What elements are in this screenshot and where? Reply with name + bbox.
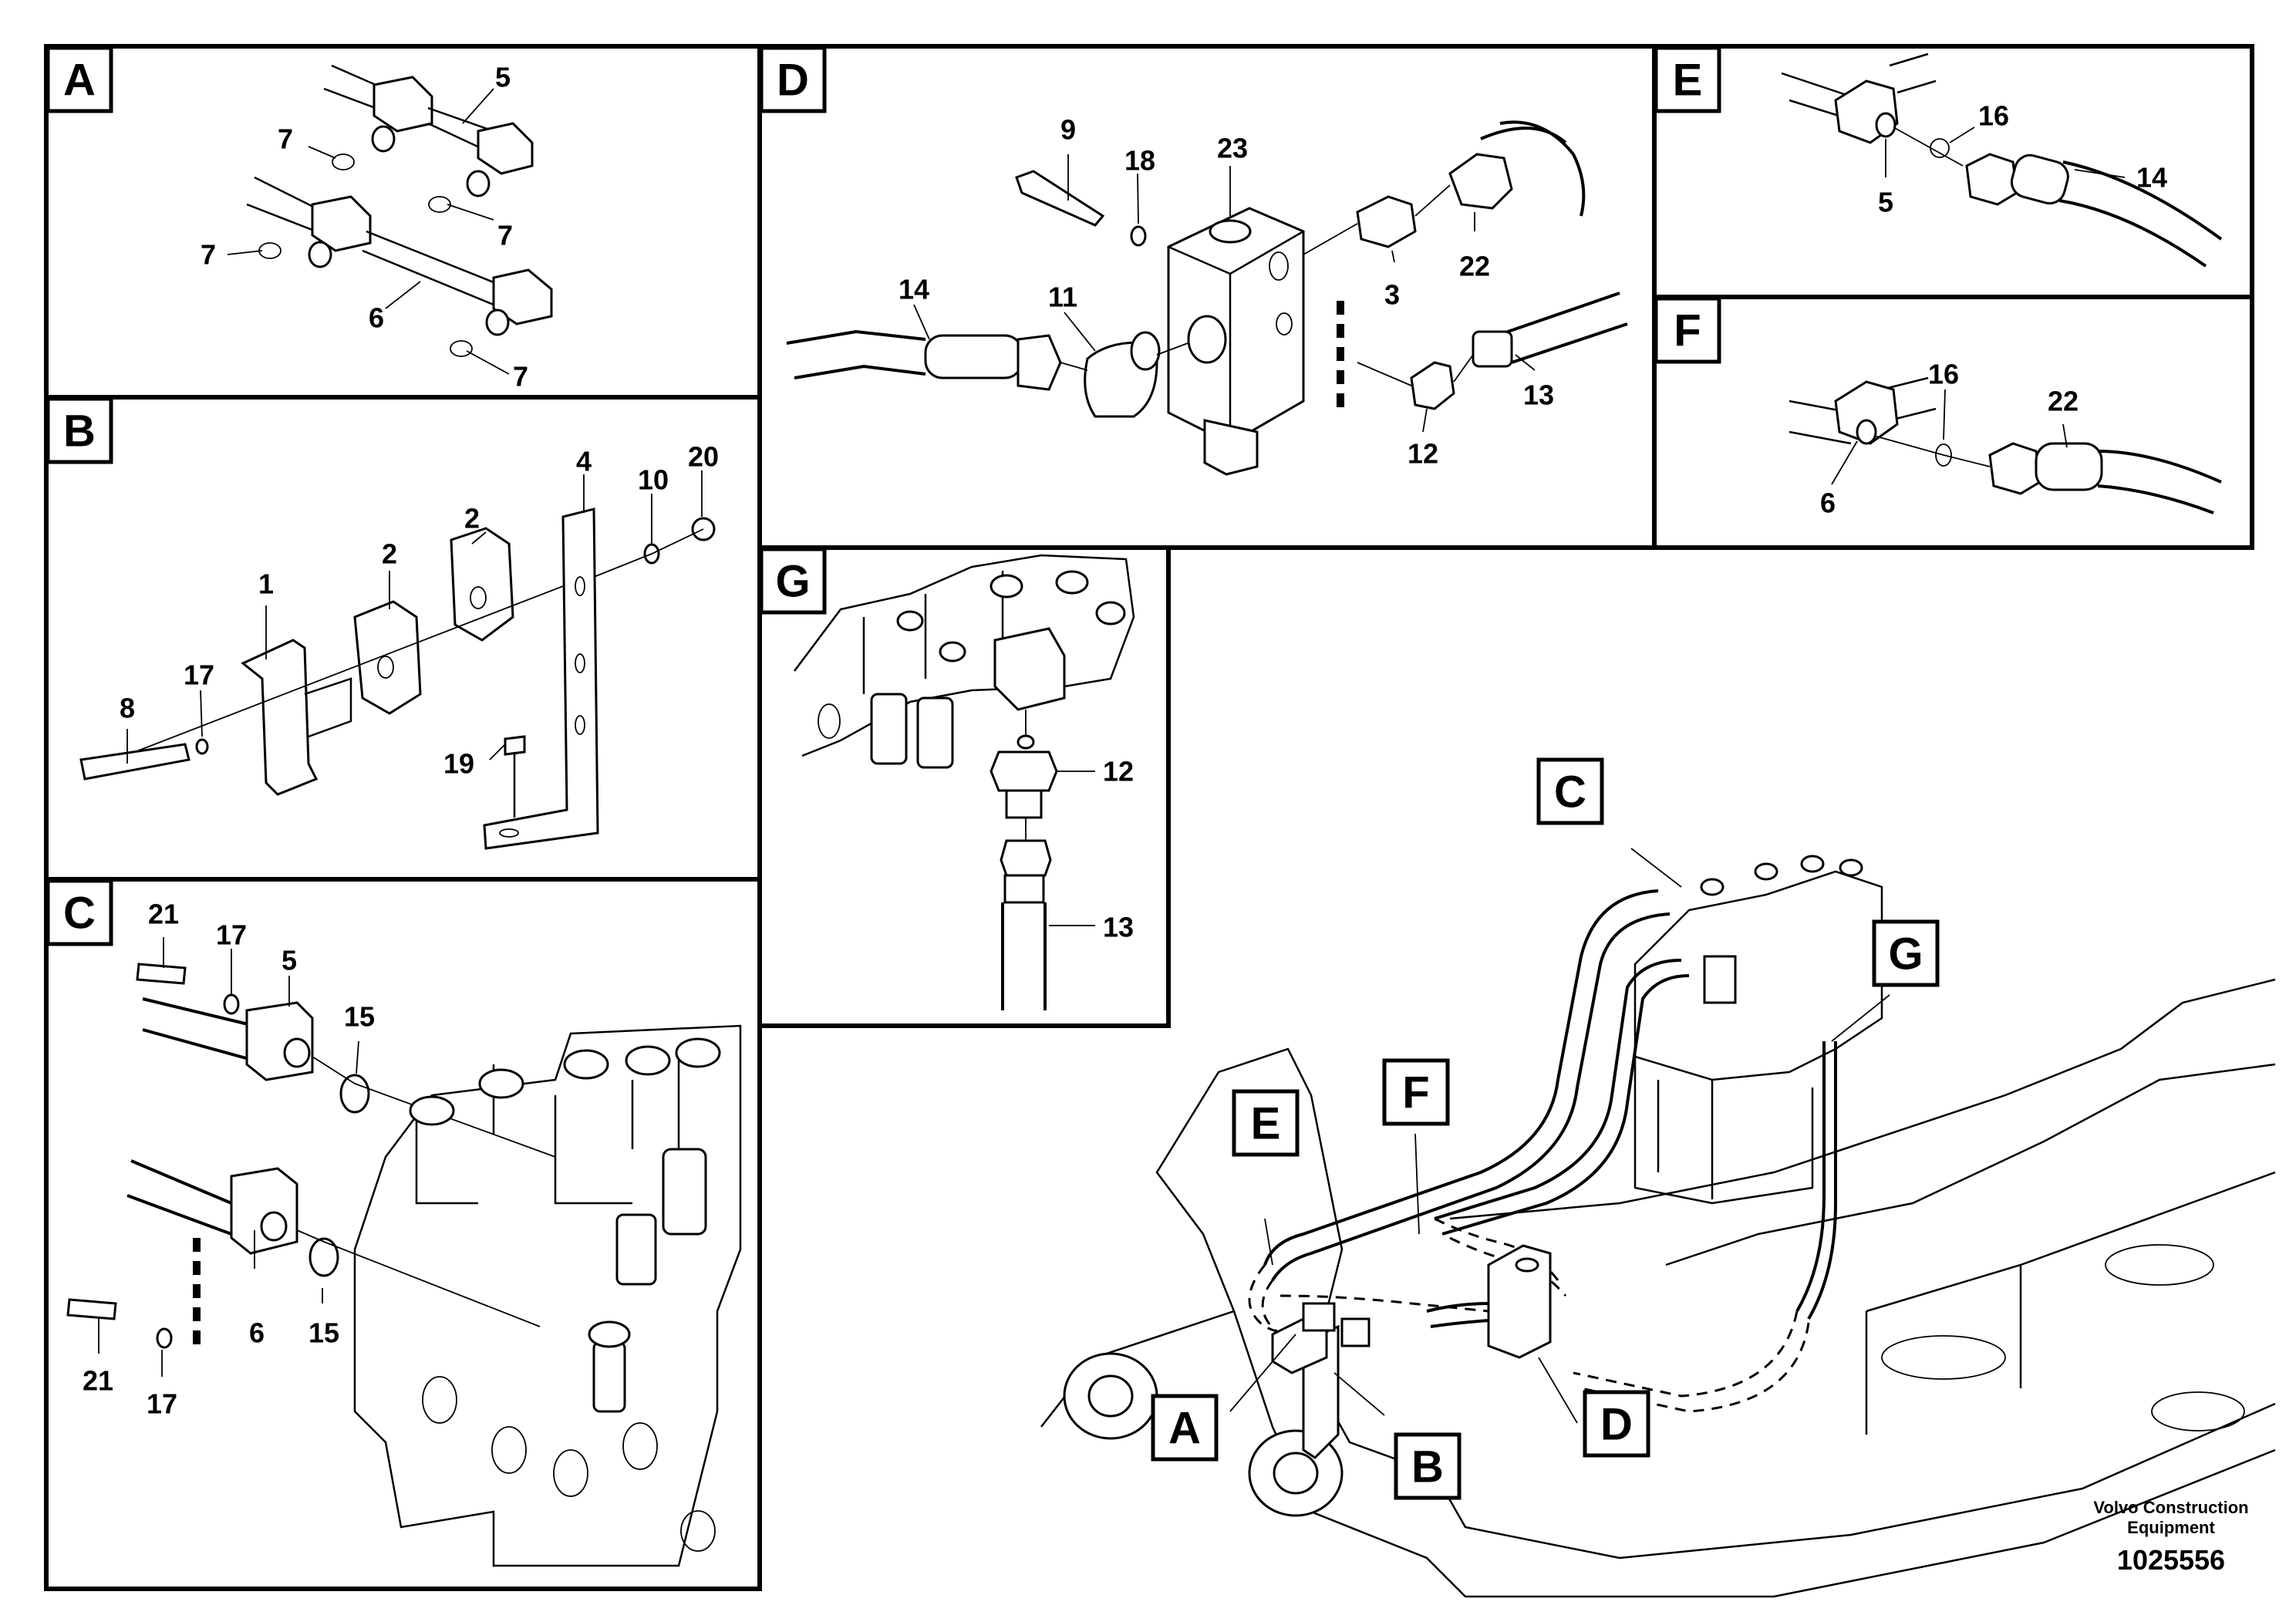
panel-g: G 12 13: [757, 545, 1171, 1028]
label-b-19: 19: [443, 748, 474, 780]
overview-callout-c: C: [1554, 767, 1586, 818]
label-d-13: 13: [1523, 379, 1554, 411]
overview-callout-e: E: [1251, 1099, 1281, 1149]
label-b-17: 17: [184, 659, 214, 691]
label-c-17-upper: 17: [216, 919, 247, 951]
label-a-7-2: 7: [497, 220, 513, 251]
label-f-16: 16: [1928, 359, 1959, 390]
panel-e: E 16 5 14: [1652, 44, 2254, 299]
brand-line-2: Equipment: [2127, 1518, 2215, 1537]
panel-g-tag: G: [775, 557, 810, 607]
brand-line-1: Volvo Construction: [2093, 1498, 2248, 1517]
overview-callout-f: F: [1402, 1068, 1429, 1118]
label-d-22: 22: [1459, 251, 1490, 282]
overview-callout-b: B: [1411, 1442, 1444, 1492]
document-number: 1025556: [2117, 1544, 2225, 1576]
label-b-2-lower: 2: [382, 538, 397, 570]
panel-c: C 21 17: [44, 877, 762, 1591]
label-c-17-lower: 17: [147, 1388, 177, 1420]
label-b-10: 10: [638, 464, 669, 496]
label-d-14: 14: [899, 274, 929, 305]
label-a-7-4: 7: [513, 361, 528, 393]
panel-a-tag: A: [63, 56, 96, 106]
overview-callout-a: A: [1168, 1404, 1201, 1454]
panel-a: A 5 7 7 7 6 7: [44, 44, 762, 400]
label-e-16: 16: [1978, 100, 2009, 132]
label-b-1: 1: [258, 568, 274, 600]
label-g-13: 13: [1103, 912, 1134, 943]
overview-callout-d: D: [1600, 1400, 1633, 1450]
label-c-6: 6: [249, 1317, 265, 1349]
label-e-5: 5: [1878, 187, 1893, 218]
label-d-9: 9: [1060, 114, 1076, 146]
label-c-5: 5: [282, 945, 297, 976]
label-c-15-upper: 15: [344, 1001, 375, 1033]
label-d-11: 11: [1048, 282, 1077, 313]
label-a-5: 5: [495, 62, 511, 93]
label-c-21-lower: 21: [83, 1365, 113, 1397]
label-d-18: 18: [1124, 145, 1155, 177]
label-b-8: 8: [120, 693, 135, 724]
panel-b: B 4 10 20 2 2 1 17 8 19: [44, 395, 762, 882]
label-a-7-1: 7: [278, 123, 293, 155]
label-c-15-lower: 15: [308, 1317, 339, 1349]
label-d-12: 12: [1408, 438, 1438, 470]
panel-d-tag: D: [777, 56, 809, 106]
label-a-6: 6: [369, 302, 384, 334]
panel-d: D 9 18 23 3 22: [757, 44, 1657, 550]
label-b-4: 4: [576, 446, 592, 477]
footer: Volvo Construction Equipment 1025556: [2093, 1498, 2248, 1576]
panel-c-tag: C: [63, 889, 96, 939]
panel-e-tag: E: [1673, 56, 1703, 106]
label-e-14: 14: [2136, 162, 2167, 194]
label-d-23: 23: [1217, 133, 1248, 164]
label-f-6: 6: [1820, 487, 1836, 519]
label-f-22: 22: [2048, 386, 2079, 417]
panel-b-tag: B: [63, 406, 96, 457]
label-c-21-upper: 21: [148, 899, 179, 930]
overview-callout-g: G: [1888, 929, 1923, 980]
label-a-7-3: 7: [201, 239, 216, 271]
label-b-2-upper: 2: [464, 503, 480, 534]
panel-f: F 16 22 6: [1652, 295, 2254, 550]
panel-f-tag: F: [1674, 306, 1701, 356]
label-d-3: 3: [1384, 279, 1400, 311]
label-b-20: 20: [688, 441, 719, 473]
label-g-12: 12: [1103, 756, 1134, 787]
machine-overview: C G F E A B D: [1040, 757, 2276, 1598]
